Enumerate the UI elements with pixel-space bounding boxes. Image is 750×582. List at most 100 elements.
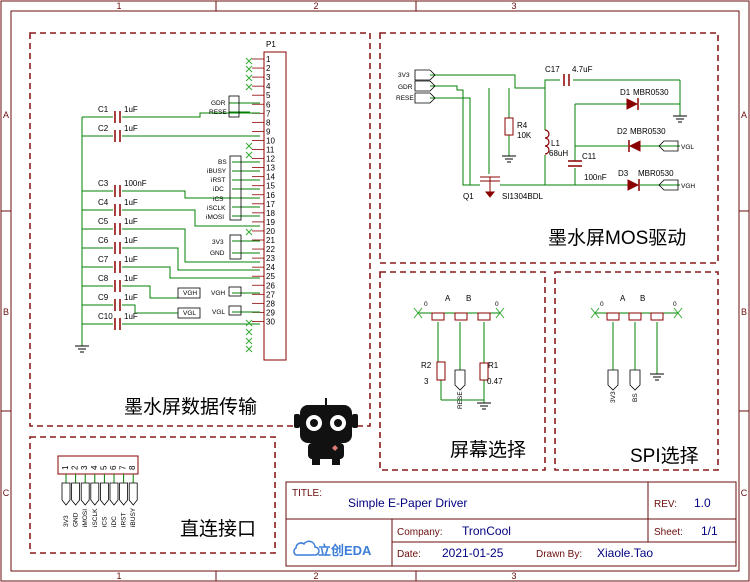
d2-diode	[628, 140, 641, 152]
p1-pin-11: 11	[266, 146, 275, 155]
cap-ref: C9	[98, 293, 109, 302]
section-spi-title: SPI选择	[630, 445, 699, 467]
spi-a-label: A	[620, 294, 626, 303]
r4-ground-icon	[502, 155, 516, 163]
q1-value: SI1304BDL	[502, 192, 543, 201]
l1-value: 68uH	[549, 149, 568, 158]
connector-p1: P1 1234567891011121314151617181920212223…	[252, 40, 287, 361]
net-ics: iCS	[213, 196, 224, 203]
row-a-right: A	[741, 110, 747, 120]
cap-value: 1uF	[124, 105, 138, 114]
drawn-label: Drawn By:	[536, 549, 582, 560]
mos-net-gdr: GDR	[398, 84, 413, 91]
cap-value: 1uF	[124, 293, 138, 302]
net-irst: iRST	[211, 177, 225, 184]
p1-pin-2: 2	[266, 64, 271, 73]
cap-ref: C5	[98, 217, 109, 226]
direct-net-label: iDC	[111, 516, 118, 527]
p1-net-flags	[177, 95, 242, 319]
p1-pin-28: 28	[266, 299, 275, 308]
net-vgh-c8: VGH	[183, 290, 197, 297]
cap-ref: C3	[98, 179, 109, 188]
spi-net-3v3: 3V3	[610, 391, 617, 403]
cap-ref: C6	[98, 236, 109, 245]
company-label: Company:	[397, 527, 443, 538]
cap-value: 1uF	[124, 217, 138, 226]
p1-pin-1: 1	[266, 55, 271, 64]
p1-pin-20: 20	[266, 227, 275, 236]
title-label: TITLE:	[292, 488, 322, 499]
p1-noconnects	[245, 57, 253, 353]
net-bs: BS	[218, 159, 227, 166]
net-rese: RESE	[209, 109, 227, 116]
spi-zero-2: 0	[673, 301, 677, 308]
r1-ref: R1	[488, 361, 499, 370]
r1-value: 0.47	[487, 377, 503, 386]
cap-value: 1uF	[124, 255, 138, 264]
direct-pin-8: 8 iBUSY	[128, 465, 138, 527]
net-vgl-c9: VGL	[183, 310, 196, 317]
p1-pin-12: 12	[266, 155, 275, 164]
direct-net-label: iBUSY	[130, 507, 137, 527]
p1-pin-23: 23	[266, 254, 275, 263]
direct-net-label: iSCLK	[92, 508, 99, 527]
direct-pin-number: 3	[80, 465, 89, 470]
col-2-top: 2	[313, 1, 318, 11]
mos-net-3v3: 3V3	[398, 72, 410, 79]
spi-b-label: B	[640, 294, 645, 303]
net-gdr: GDR	[211, 100, 226, 107]
cap-c9: C9 1uF	[98, 293, 138, 311]
direct-net-label: iCS	[101, 516, 108, 527]
row-c-right: C	[741, 488, 748, 498]
p1-pin-14: 14	[266, 173, 275, 182]
cap-c5: C5 1uF	[98, 217, 138, 235]
cap-value: 1uF	[124, 236, 138, 245]
p1-net-labels: GDR RESE BS iBUSY iRST iDC iCS iSCLK iMO…	[183, 100, 227, 317]
direct-pin-number: 8	[128, 465, 137, 470]
lceda-logo: 立创EDA	[293, 540, 372, 558]
c17-capacitor	[563, 74, 570, 86]
mos-wires	[430, 74, 681, 186]
section-data-title: 墨水屏数据传输	[124, 396, 257, 418]
d2-value: MBR0530	[630, 127, 666, 136]
q1-ref: Q1	[463, 192, 474, 201]
direct-pin-number: 1	[61, 465, 70, 470]
cap-value: 1uF	[124, 198, 138, 207]
direct-net-label: GND	[73, 512, 80, 527]
rev-value: 1.0	[694, 496, 711, 510]
p1-pin-25: 25	[266, 272, 275, 281]
p1-pin-6: 6	[266, 100, 271, 109]
screen-select: A B 0 0 R2 3 R1 0.47 RESE	[413, 294, 505, 410]
net-vgh-p1: VGH	[211, 290, 225, 297]
data-wires	[81, 102, 260, 346]
cap-ref: C8	[98, 274, 109, 283]
section-direct-title: 直连接口	[180, 518, 256, 540]
p1-pin-21: 21	[266, 236, 275, 245]
title-value: Simple E-Paper Driver	[348, 496, 467, 510]
data-ground-icon	[75, 345, 89, 353]
spi-zero-1: 0	[600, 301, 604, 308]
mos-net-vgl: VGL	[681, 144, 694, 151]
spi-net-bs: BS	[632, 393, 639, 402]
section-data-box	[29, 32, 371, 427]
screen-b-label: B	[466, 294, 471, 303]
col-1-top: 1	[116, 1, 121, 11]
p1-pin-27: 27	[266, 290, 275, 299]
row-b-right: B	[741, 307, 747, 317]
c17-ref: C17	[545, 65, 560, 74]
d1-diode	[626, 98, 639, 110]
net-ibusy: iBUSY	[207, 168, 227, 175]
p1-pin-16: 16	[266, 191, 275, 200]
section-direct-box	[29, 436, 276, 554]
cap-ref: C10	[98, 312, 113, 321]
